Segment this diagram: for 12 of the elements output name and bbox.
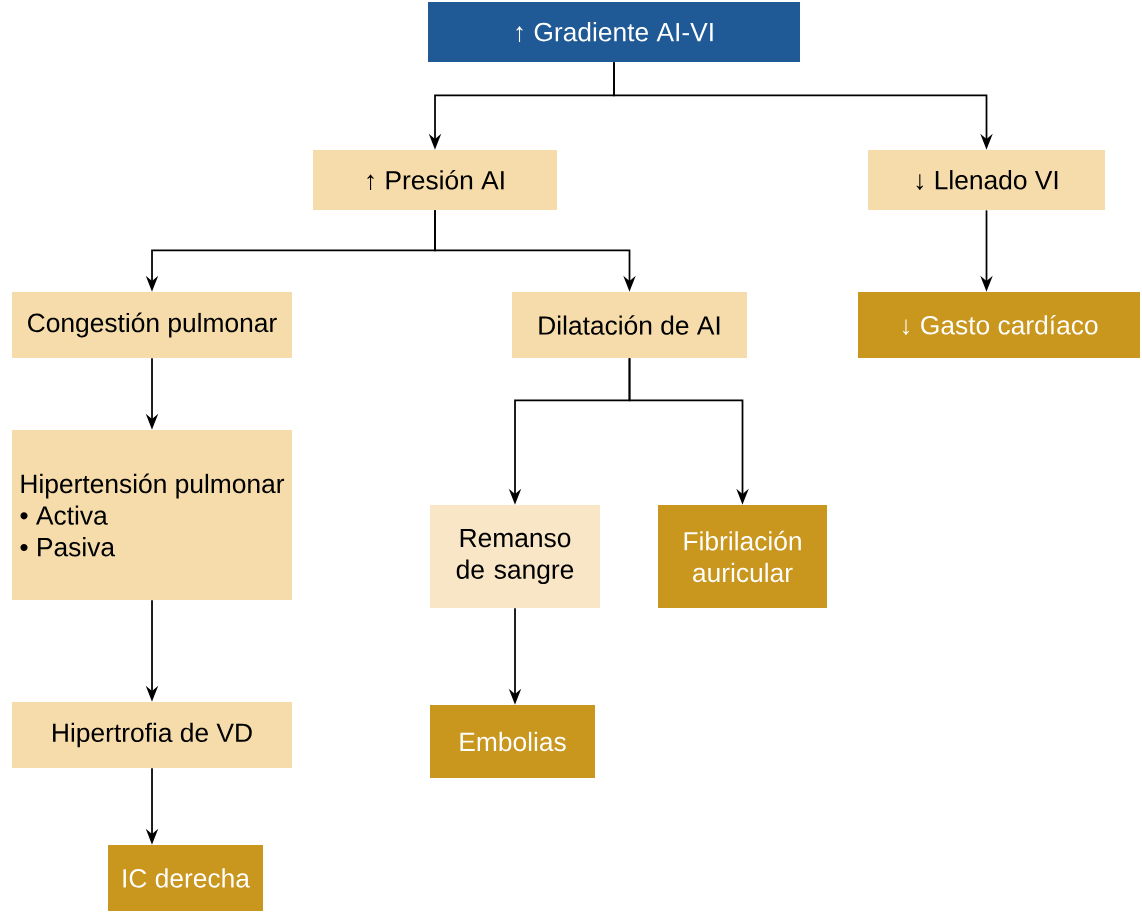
outcome-box: ↓ Gasto cardíaco	[858, 292, 1140, 358]
process-box: Congestión pulmonar	[12, 292, 292, 358]
outcome-box: Fibrilación auricular	[658, 505, 827, 608]
process-box: Hipertensión pulmonar • Activa • Pasiva	[12, 430, 292, 600]
outcome-box: Embolias	[430, 705, 595, 778]
process-box: ↓ Llenado VI	[868, 150, 1105, 210]
process-box: Remanso de sangre	[430, 505, 600, 608]
process-box: Dilatación de AI	[512, 292, 747, 358]
top-box: ↑ Gradiente AI-VI	[428, 2, 800, 62]
process-box: Hipertrofia de VD	[12, 702, 292, 768]
outcome-box: IC derecha	[108, 845, 263, 911]
process-box: ↑ Presión AI	[313, 150, 557, 210]
